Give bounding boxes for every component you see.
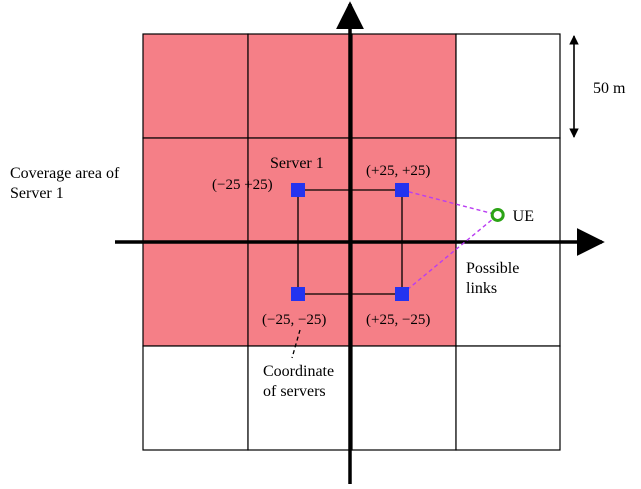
servers: (−25 +25) (+25, +25) (−25, −25) (+25, −25) [212,163,430,328]
ue-label: UE [513,208,534,225]
server-coordinate-label: (+25, −25) [366,312,430,328]
grid-cell [247,345,353,451]
possible-links-line2: links [466,280,497,297]
server-coordinate-label: (−25, −25) [262,312,326,328]
server1-label: Server 1 [270,155,324,172]
grid-cell [455,33,561,139]
grid-cell [142,137,249,243]
coverage-label-line1: Coverage area of [10,165,120,182]
grid-cell [351,33,457,139]
server-marker [395,183,409,197]
grid-cell [142,241,249,347]
coordinate-pointer [291,329,301,359]
ue-marker [490,207,505,222]
possible-links-line1: Possible [466,260,519,277]
coordinate-label-line2: of servers [263,383,326,400]
server-marker [291,183,305,197]
grid-cell [142,345,249,451]
coverage-label-line2: Server 1 [10,185,64,202]
server-marker [291,287,305,301]
grid-cell [351,345,457,451]
possible-link [401,189,498,216]
grid-cell [455,241,561,347]
possible-links [401,189,499,295]
server-coordinate-label: (+25, +25) [366,163,430,179]
server-coordinate-label: (−25 +25) [212,177,273,193]
grid-cell [455,345,561,451]
grid-cell [142,33,249,139]
ue: UE [490,207,534,225]
scale-label: 50 m [593,80,626,97]
coordinate-label-line1: Coordinate [263,363,334,380]
grid-cell [247,33,353,139]
grid-cell [455,137,561,243]
server-marker [395,287,409,301]
